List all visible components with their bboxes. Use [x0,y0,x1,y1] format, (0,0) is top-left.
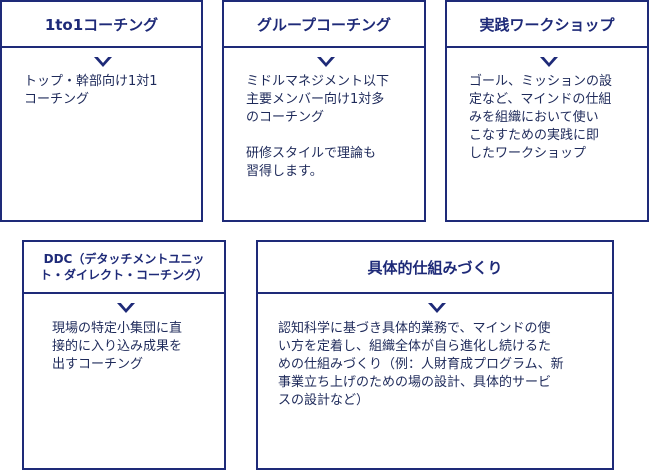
card-ddc: DDC（デタッチメントユニッ ト・ダイレクト・コーチング） 現場の特定小集団に直… [22,240,226,470]
card-description: ゴール、ミッションの設 定など、マインドの仕組 みを組織において使い こなすため… [469,74,613,161]
card-title: DDC（デタッチメントユニッ ト・ダイレクト・コーチング） [39,252,208,282]
card-header: 具体的仕組みづくり [258,242,612,313]
card-title: 実践ワークショップ [479,15,615,34]
card-description: 認知科学に基づき具体的業務で、マインドの使 い方を定着し、組織全体が自ら進化し続… [278,321,564,408]
card-title: 1to1コーチング [44,15,159,34]
card-title: 具体的仕組みづくり [367,258,503,277]
card-header: グループコーチング [224,2,424,67]
card-description: ミドルマネジメント以下 主要メンバー向け1対多 のコーチング 研修スタイルで理論… [246,74,390,179]
card-mechanism-building: 具体的仕組みづくり 認知科学に基づき具体的業務で、マインドの使 い方を定着し、組… [256,240,614,470]
card-header: DDC（デタッチメントユニッ ト・ダイレクト・コーチング） [24,242,224,313]
card-title: グループコーチング [256,15,392,34]
card-1to1-coaching: 1to1コーチング トップ・幹部向け1対1 コーチング [0,0,203,222]
card-description: トップ・幹部向け1対1 コーチング [24,74,158,107]
card-description: 現場の特定小集団に直 接的に入り込み成果を 出すコーチング [52,321,183,372]
card-header: 実践ワークショップ [447,2,647,67]
card-practical-workshop: 実践ワークショップ ゴール、ミッションの設 定など、マインドの仕組 みを組織にお… [445,0,649,222]
card-group-coaching: グループコーチング ミドルマネジメント以下 主要メンバー向け1対多 のコーチング… [222,0,426,222]
card-header: 1to1コーチング [2,2,201,67]
